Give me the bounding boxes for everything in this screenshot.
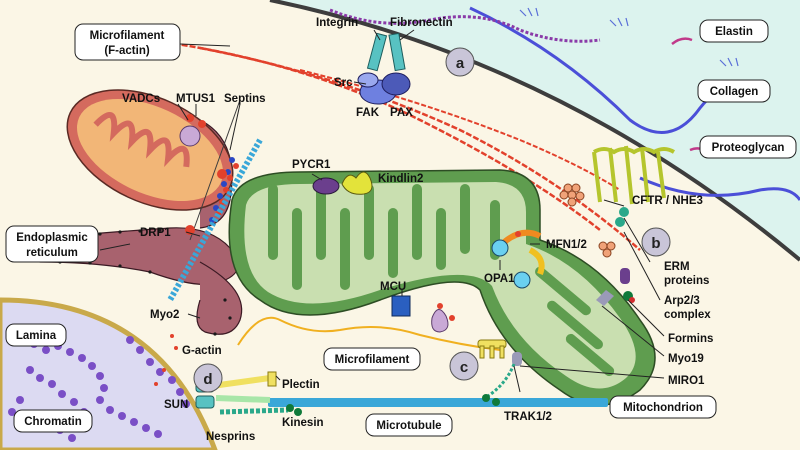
label-kinesin: Kinesin (282, 417, 324, 429)
box-elastin: Elastin (699, 19, 769, 43)
svg-text:b: b (651, 235, 660, 252)
arp23-cluster (559, 183, 585, 207)
label-pax: PAX (390, 107, 413, 119)
svg-text:c: c (460, 359, 468, 376)
trak12 (482, 352, 522, 406)
svg-text:Microfilament: Microfilament (335, 354, 410, 366)
label-kindlin2: Kindlin2 (378, 173, 423, 185)
svg-text:d: d (203, 371, 212, 388)
label-formins: Formins (668, 333, 713, 345)
extracellular-matrix (270, 0, 800, 260)
arp23-cluster-2 (598, 241, 616, 258)
svg-text:(F-actin): (F-actin) (104, 45, 150, 57)
actin-filament-1 (149, 38, 601, 231)
cristae (268, 184, 615, 377)
marker-d: d (193, 363, 223, 393)
microfilament-thread (237, 316, 501, 351)
drp1-marker-2 (217, 169, 227, 179)
box-chromatin: Chromatin (13, 409, 93, 433)
plectin-mito (477, 339, 507, 359)
er-tubule (196, 261, 243, 335)
svg-text:Microfilament: Microfilament (90, 30, 165, 42)
label-trak12: TRAK1/2 (504, 411, 552, 423)
svg-text:Mitochondrion: Mitochondrion (623, 402, 703, 414)
mitochondrial-contact (431, 303, 455, 333)
kindlin2 (341, 171, 373, 195)
label-septins: Septins (224, 93, 266, 105)
integrin-complex (357, 32, 411, 105)
label-src: Src (334, 77, 353, 89)
label-myo19: Myo19 (668, 353, 704, 365)
g-actin (154, 334, 178, 386)
plasma-membrane (269, 0, 800, 262)
box-microfilament: Microfilament (323, 347, 421, 371)
erm-protein (615, 207, 629, 227)
mfn12-complex (491, 229, 545, 289)
marker-c: c (449, 351, 479, 381)
label-cftr-nhe3: CFTR / NHE3 (632, 195, 703, 207)
label-sun: SUN (164, 399, 188, 411)
svg-text:a: a (456, 55, 465, 72)
box-collagen: Collagen (697, 79, 771, 103)
pycr1 (312, 177, 340, 195)
label-integrin: Integrin (316, 17, 358, 29)
microtubule-horizontal (268, 398, 608, 407)
svg-text:reticulum: reticulum (26, 247, 78, 259)
actin-filament-3 (299, 69, 621, 191)
label-mcu: MCU (380, 281, 406, 293)
box-proteoglycan: Proteoglycan (699, 135, 797, 159)
elastin-fragment (671, 37, 693, 45)
microtubule-vertical (167, 138, 263, 302)
box-microfilament-factin: Microfilament (F-actin) (74, 23, 181, 61)
svg-text:Lamina: Lamina (16, 330, 57, 342)
cftr-complex (592, 145, 676, 205)
label-myo2: Myo2 (150, 309, 179, 321)
box-endoplasmic-reticulum: Endoplasmic reticulum (5, 225, 99, 263)
svg-text:Elastin: Elastin (715, 26, 753, 38)
label-nesprins: Nesprins (206, 431, 255, 443)
label-g-actin: G-actin (182, 345, 222, 357)
marker-b: b (641, 227, 671, 257)
label-mfn12: MFN1/2 (546, 239, 587, 251)
svg-text:Proteoglycan: Proteoglycan (712, 142, 785, 154)
mcu-channel (391, 295, 411, 317)
label-drp1: DRP1 (140, 227, 171, 239)
box-lamina: Lamina (5, 323, 67, 347)
label-erm-2: proteins (664, 275, 709, 287)
proteoglycan-fiber (639, 176, 800, 201)
label-erm-1: ERM (664, 261, 690, 273)
label-arp23-2: complex (664, 309, 711, 321)
leader-lines (99, 29, 665, 393)
label-opa1: OPA1 (484, 273, 515, 285)
svg-text:Endoplasmic: Endoplasmic (16, 232, 88, 244)
label-plectin: Plectin (282, 379, 320, 391)
svg-text:Collagen: Collagen (710, 86, 759, 98)
box-microtubule: Microtubule (365, 413, 453, 437)
svg-text:Chromatin: Chromatin (24, 416, 82, 428)
vadcs-complex (179, 114, 206, 147)
label-mtus1: MTUS1 (176, 93, 216, 105)
label-arp23-1: Arp2/3 (664, 295, 700, 307)
box-mitochondrion: Mitochondrion (609, 395, 717, 419)
formin (620, 268, 635, 303)
marker-a: a (445, 47, 475, 77)
myo19 (596, 290, 614, 306)
svg-text:Microtubule: Microtubule (376, 420, 441, 432)
label-miro1: MIRO1 (668, 375, 705, 387)
label-fak: FAK (356, 107, 380, 119)
label-vadcs: VADCs (122, 93, 160, 105)
actin-filament-2 (199, 46, 641, 251)
septin-filament (189, 99, 241, 241)
label-pycr1: PYCR1 (292, 159, 331, 171)
label-fibronectin: Fibronectin (390, 17, 453, 29)
